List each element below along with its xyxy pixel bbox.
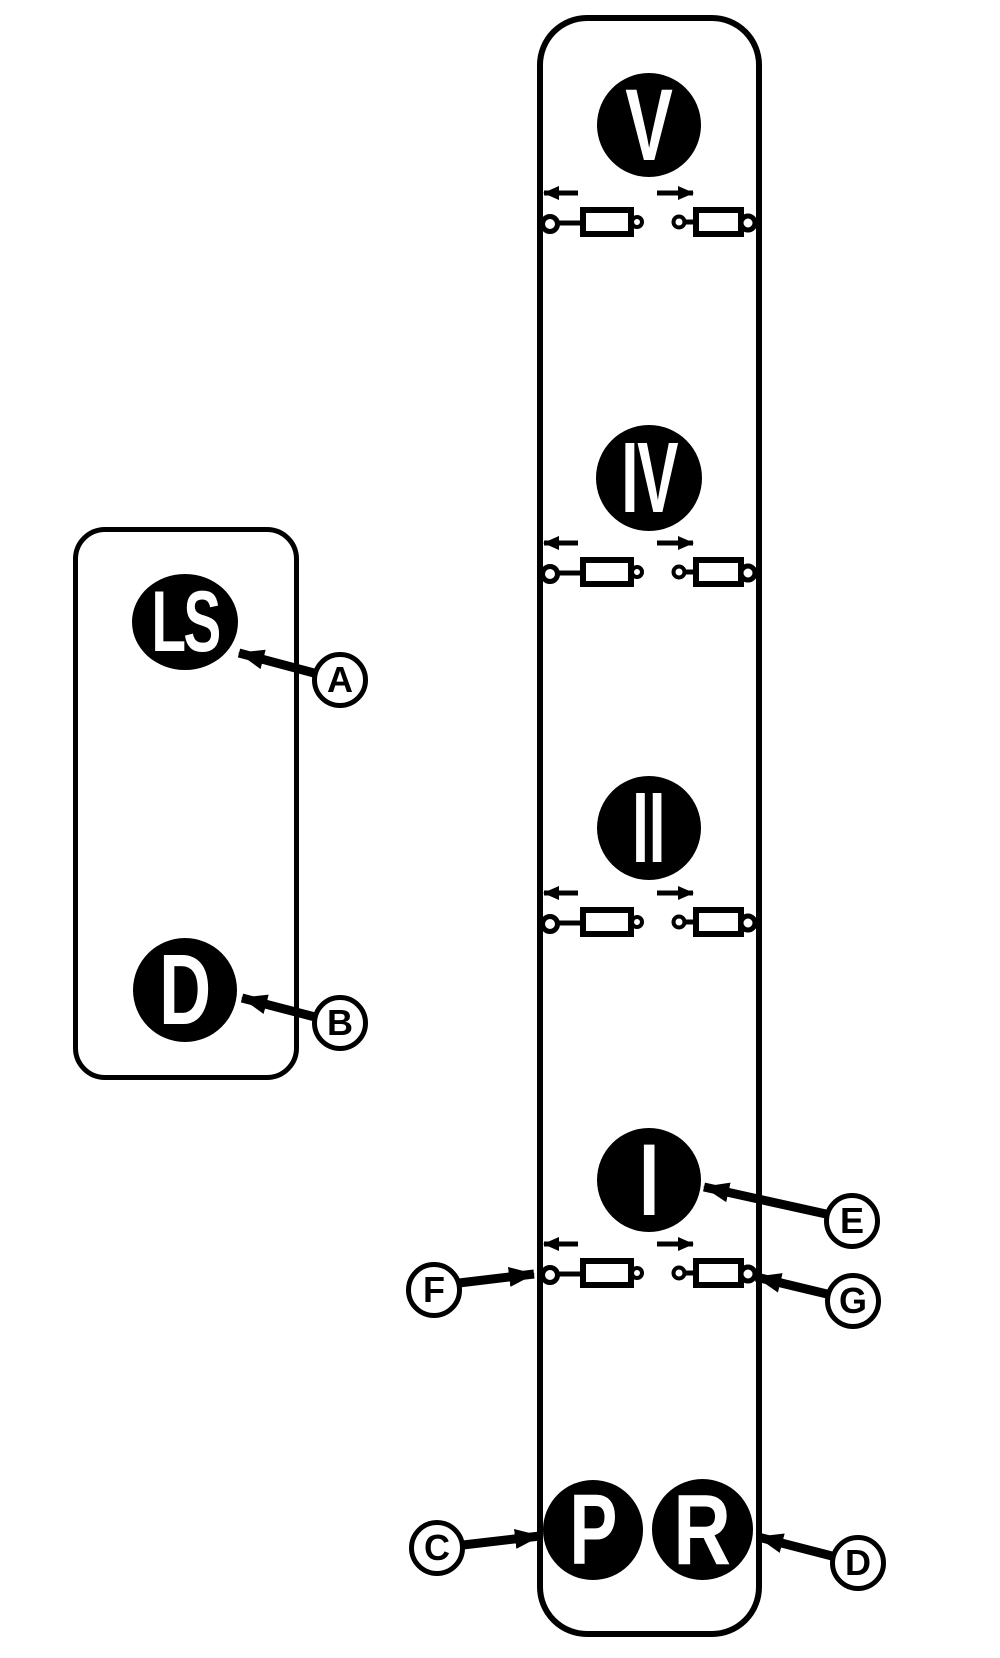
callout-a-label: A [327, 659, 353, 700]
callout-d-label: D [845, 1542, 871, 1583]
port-label-r: R [673, 1473, 732, 1586]
callout-arrow-d [756, 1532, 834, 1561]
port-badge-r: R [652, 1479, 753, 1580]
callout-a: A [312, 652, 368, 708]
spool-label-iv: IV [620, 422, 678, 534]
callout-d: D [830, 1535, 886, 1591]
callout-b: B [312, 995, 368, 1051]
port-badge-d: D [133, 938, 237, 1042]
callout-e-label: E [839, 1200, 864, 1241]
spool-badge-ii: II [597, 776, 701, 880]
spool-badge-v: V [597, 73, 701, 177]
callout-g: G [825, 1273, 881, 1329]
callout-e: E [824, 1193, 880, 1249]
port-label-d: D [159, 934, 211, 1046]
callout-c-label: C [424, 1527, 450, 1568]
spool-label-v: V [625, 68, 673, 182]
callout-b-label: B [327, 1002, 353, 1043]
spool-label-i: I [638, 1123, 660, 1237]
port-label-ls: LS [151, 574, 221, 670]
callout-arrow-c [462, 1528, 541, 1550]
callout-arrow-g [754, 1272, 829, 1299]
spool-label-ii: II [632, 772, 666, 884]
spool-badge-iv: IV [596, 425, 702, 531]
callout-c: C [409, 1520, 465, 1576]
callout-g-label: G [838, 1280, 867, 1321]
port-badge-p: P [543, 1480, 643, 1580]
callout-arrow-f [458, 1267, 535, 1288]
spool-badge-i: I [597, 1128, 701, 1232]
port-badge-ls: LS [132, 574, 238, 670]
callout-f-label: F [423, 1269, 445, 1310]
port-label-p: P [568, 1474, 618, 1586]
callout-f: F [406, 1262, 462, 1318]
